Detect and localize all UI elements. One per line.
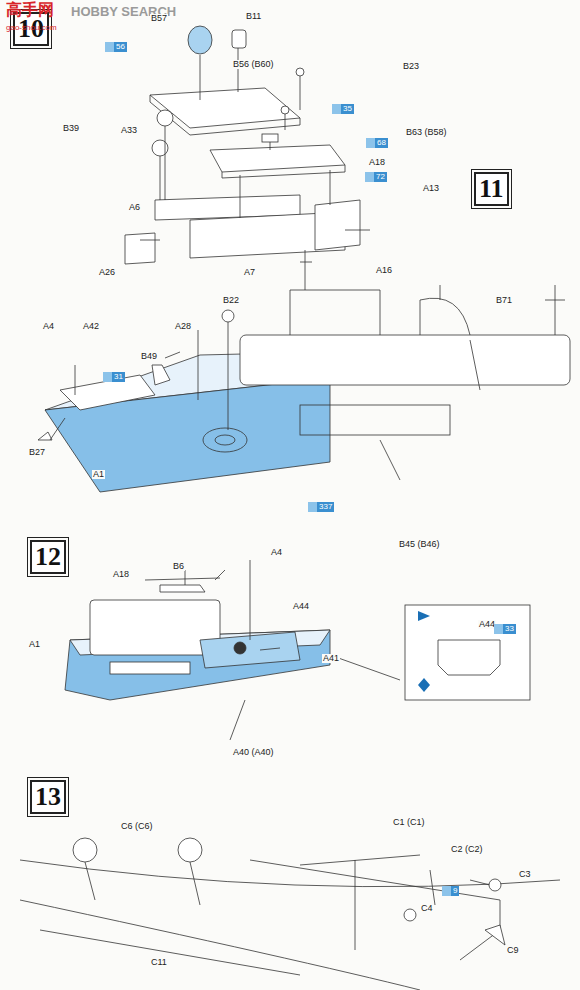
- part-number: B23: [402, 62, 420, 71]
- paint-code: 33: [494, 624, 516, 634]
- part-number: C2 (C2): [450, 845, 484, 854]
- part-number: B22: [222, 296, 240, 305]
- part-number: A42: [82, 322, 100, 331]
- part-number: A44: [292, 602, 310, 611]
- watermark: gao-shou.com: [5, 24, 58, 32]
- part-number: B45 (B46): [398, 540, 441, 549]
- part-number: B11: [245, 12, 262, 21]
- watermark: 高手网: [5, 2, 55, 18]
- step-number-box: 13: [30, 780, 66, 814]
- part-number: C9: [506, 946, 520, 955]
- part-number: A18: [368, 158, 386, 167]
- part-number: B6: [172, 562, 185, 571]
- paint-code: 35: [332, 104, 354, 114]
- part-number: C3: [518, 870, 532, 879]
- step-number: 12: [32, 542, 64, 572]
- part-number: A13: [422, 184, 440, 193]
- step-number-box: 12: [30, 540, 66, 574]
- part-number: A4: [270, 548, 283, 557]
- part-number: A33: [120, 126, 138, 135]
- paint-code: 337: [308, 502, 334, 512]
- part-number: B57: [150, 14, 168, 23]
- part-number: A28: [174, 322, 192, 331]
- part-number: A40 (A40): [232, 748, 275, 757]
- part-number: A4: [42, 322, 55, 331]
- part-number: A1: [92, 470, 105, 479]
- step-number: 11: [476, 174, 507, 204]
- part-number: C11: [150, 958, 168, 967]
- part-number: B39: [62, 124, 80, 133]
- step-number: 13: [32, 782, 64, 812]
- part-number: C1 (C1): [392, 818, 426, 827]
- part-number: B71: [495, 296, 513, 305]
- part-number: A1: [28, 640, 41, 649]
- part-number: A41: [322, 654, 340, 663]
- paint-code: 56: [105, 42, 127, 52]
- part-number: B56 (B60): [232, 60, 275, 69]
- paint-code: 72: [365, 172, 387, 182]
- paint-code: 68: [366, 138, 388, 148]
- part-number: C6 (C6): [120, 822, 154, 831]
- part-number: B63 (B58): [405, 128, 448, 137]
- part-number: A7: [243, 268, 256, 277]
- part-number: A6: [128, 203, 141, 212]
- part-number: A18: [112, 570, 130, 579]
- part-number: A16: [375, 266, 393, 275]
- part-number: C4: [420, 904, 434, 913]
- paint-code: 31: [103, 372, 125, 382]
- step-number-box: 11: [474, 172, 509, 206]
- paint-code: 9: [442, 886, 459, 896]
- part-number: B27: [28, 448, 46, 457]
- part-number: A26: [98, 268, 116, 277]
- part-number: B49: [140, 352, 158, 361]
